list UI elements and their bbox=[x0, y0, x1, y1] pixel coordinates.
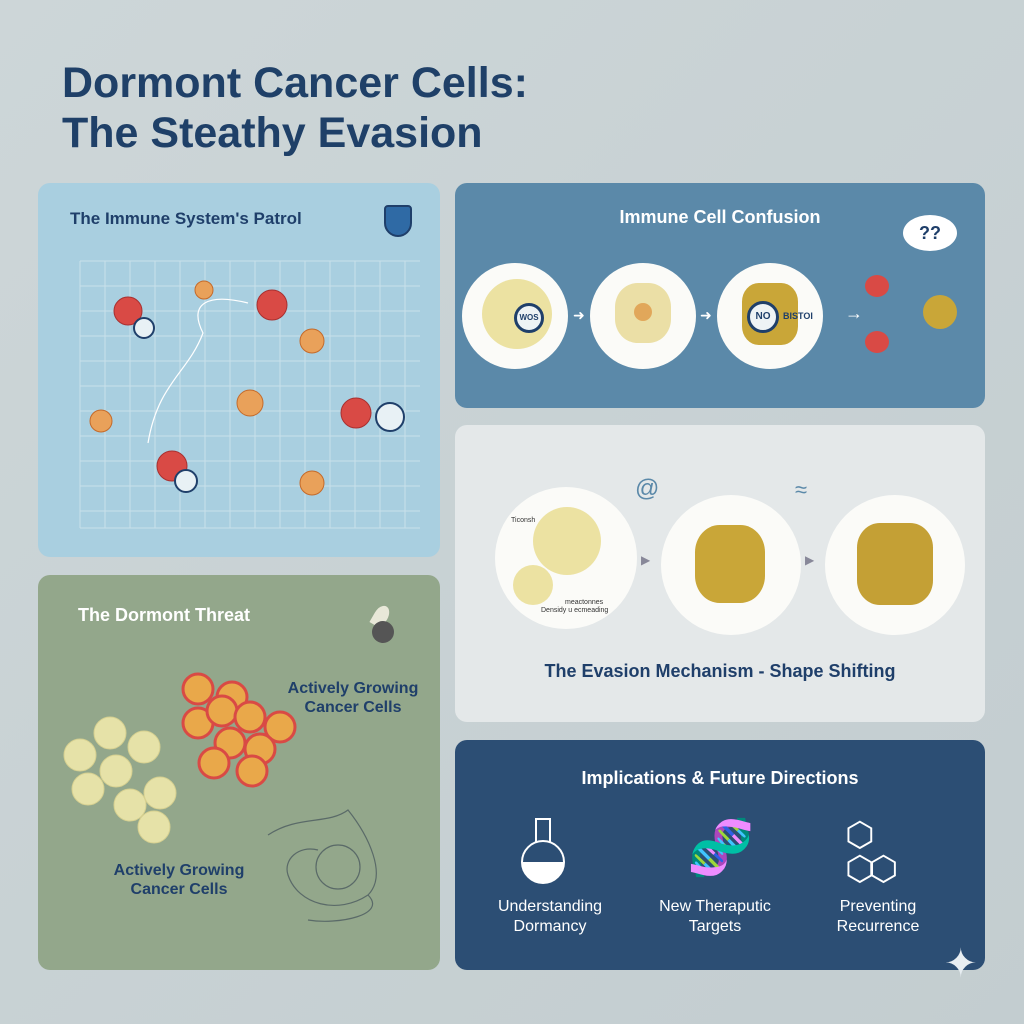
wave-icon: ≈ bbox=[795, 477, 808, 502]
panel-title: Implications & Future Directions bbox=[581, 768, 859, 788]
active-cells bbox=[181, 672, 297, 788]
step-circle-3: NO BISTOI bbox=[717, 263, 823, 369]
title-line-1: Dormont Cancer Cells: bbox=[62, 59, 528, 107]
flask-icon bbox=[517, 818, 569, 884]
arrow-icon: ▶ bbox=[641, 553, 651, 567]
dormant-cell bbox=[923, 295, 957, 329]
magnifier-icon: NO bbox=[747, 301, 779, 333]
diagram-label: meactonnes bbox=[565, 599, 604, 606]
seed-icon bbox=[372, 621, 394, 643]
shield-icon bbox=[384, 205, 412, 237]
step-circle-2 bbox=[661, 495, 801, 635]
arrow-icon: → bbox=[845, 303, 863, 323]
cancer-cell bbox=[113, 289, 372, 482]
implications-panel: Implications & Future Directions 🧬 ⬡⬡⬡ U… bbox=[455, 740, 985, 970]
cluster-label: Actively Growing Cancer Cells bbox=[287, 680, 419, 716]
panel-title: The Immune System's Patrol bbox=[70, 209, 302, 228]
dormant-cells bbox=[63, 716, 177, 844]
magnifier-text: BISTOI bbox=[783, 311, 813, 321]
title-line-2: The Steathy Evasion bbox=[62, 109, 483, 157]
diagram-label: Ticonsh bbox=[511, 517, 536, 524]
cancer-cell bbox=[865, 331, 889, 353]
dormant-threat-panel: The Dormont Threat Actively Growing Canc… bbox=[38, 575, 440, 970]
diagram-label: Densidy u ecmeading bbox=[541, 607, 609, 614]
immune-patrol-panel: The Immune System's Patrol bbox=[38, 183, 440, 557]
cancer-cell bbox=[865, 275, 889, 297]
implication-label: Understanding Dormancy bbox=[497, 898, 603, 935]
panel-title: Immune Cell Confusion bbox=[619, 207, 821, 227]
arrow-icon: ➜ bbox=[573, 307, 585, 323]
hexagon-icon: ⬡⬡⬡ bbox=[845, 816, 898, 888]
sparkle-icon: ✦ bbox=[944, 942, 978, 986]
patrol-illustration bbox=[79, 260, 420, 529]
swirl-icon: @ bbox=[635, 475, 660, 502]
arrow-icon: ▶ bbox=[805, 553, 815, 567]
arrow-icon: ➜ bbox=[700, 307, 712, 323]
thought-bubble: ?? bbox=[903, 215, 957, 251]
step-circle-1 bbox=[495, 487, 637, 629]
step-circle-1: WOS bbox=[462, 263, 568, 369]
panel-title: The Dormont Threat bbox=[78, 605, 251, 625]
magnifier-icon bbox=[133, 317, 405, 493]
cell-clusters bbox=[63, 672, 377, 922]
implication-label: Preventing Recurrence bbox=[836, 898, 920, 935]
implication-label: New Theraputic Targets bbox=[659, 898, 771, 935]
page-title: Dormont Cancer Cells: The Steathy Evasio… bbox=[62, 58, 528, 158]
dragon-icon bbox=[267, 809, 377, 922]
evasion-mechanism-panel: Ticonsh meactonnes Densidy u ecmeading ▶… bbox=[455, 425, 985, 722]
step-circle-3 bbox=[825, 495, 965, 635]
cluster-label: Actively Growing Cancer Cells bbox=[113, 862, 245, 898]
magnifier-icon: WOS bbox=[514, 303, 544, 333]
immune-confusion-panel: Immune Cell Confusion WOS NO BISTOI ➜ ➜ … bbox=[455, 183, 985, 408]
panel-title: The Evasion Mechanism - Shape Shifting bbox=[544, 661, 896, 681]
dna-icon: 🧬 bbox=[687, 818, 755, 878]
step-circle-2 bbox=[590, 263, 696, 369]
